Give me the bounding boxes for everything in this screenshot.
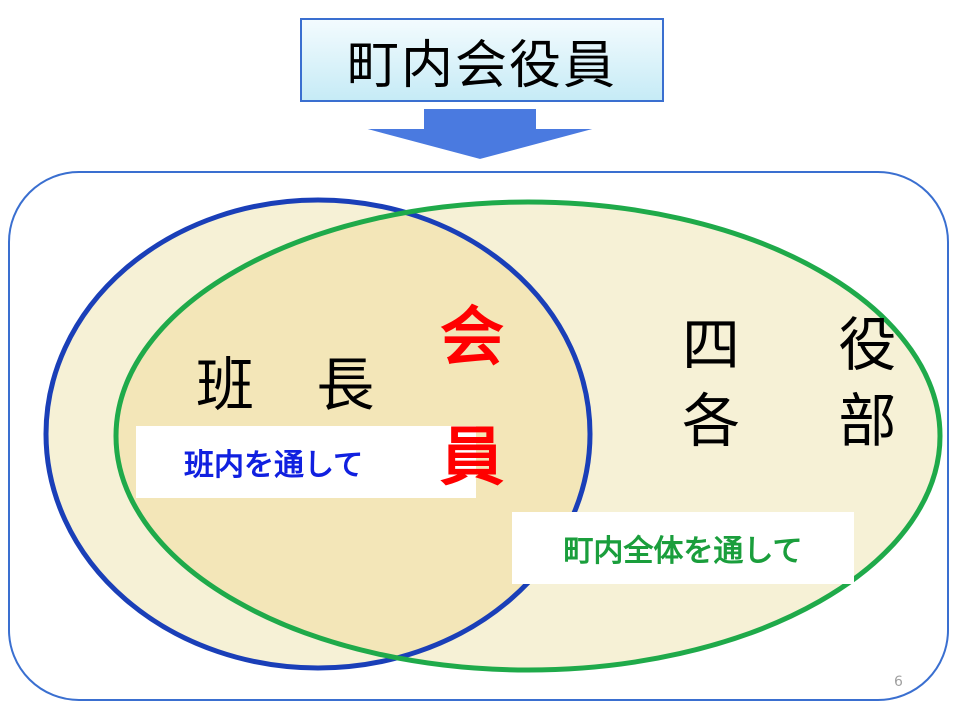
overlap-fill: [116, 202, 590, 668]
title-box: 町内会役員: [300, 18, 664, 102]
yaku-row1-label: 四 役: [682, 311, 937, 379]
down-arrow-icon: [359, 107, 601, 162]
han-through-label: 班内を通して: [184, 448, 364, 483]
han-through-box: 班内を通して: [136, 426, 476, 498]
member-kai-label: 会: [440, 301, 504, 375]
cho-through-box: 町内全体を通して: [512, 512, 854, 584]
hancho-label: 班 長: [196, 351, 397, 419]
yaku-row2-label: 各 部: [682, 387, 937, 455]
member-in-label: 員: [440, 421, 504, 495]
cho-through-label: 町内全体を通して: [563, 534, 803, 569]
green-ellipse: [113, 199, 943, 673]
page-number: 6: [894, 674, 903, 690]
blue-ellipse: [43, 197, 593, 671]
diagram-title: 町内会役員: [346, 35, 617, 96]
